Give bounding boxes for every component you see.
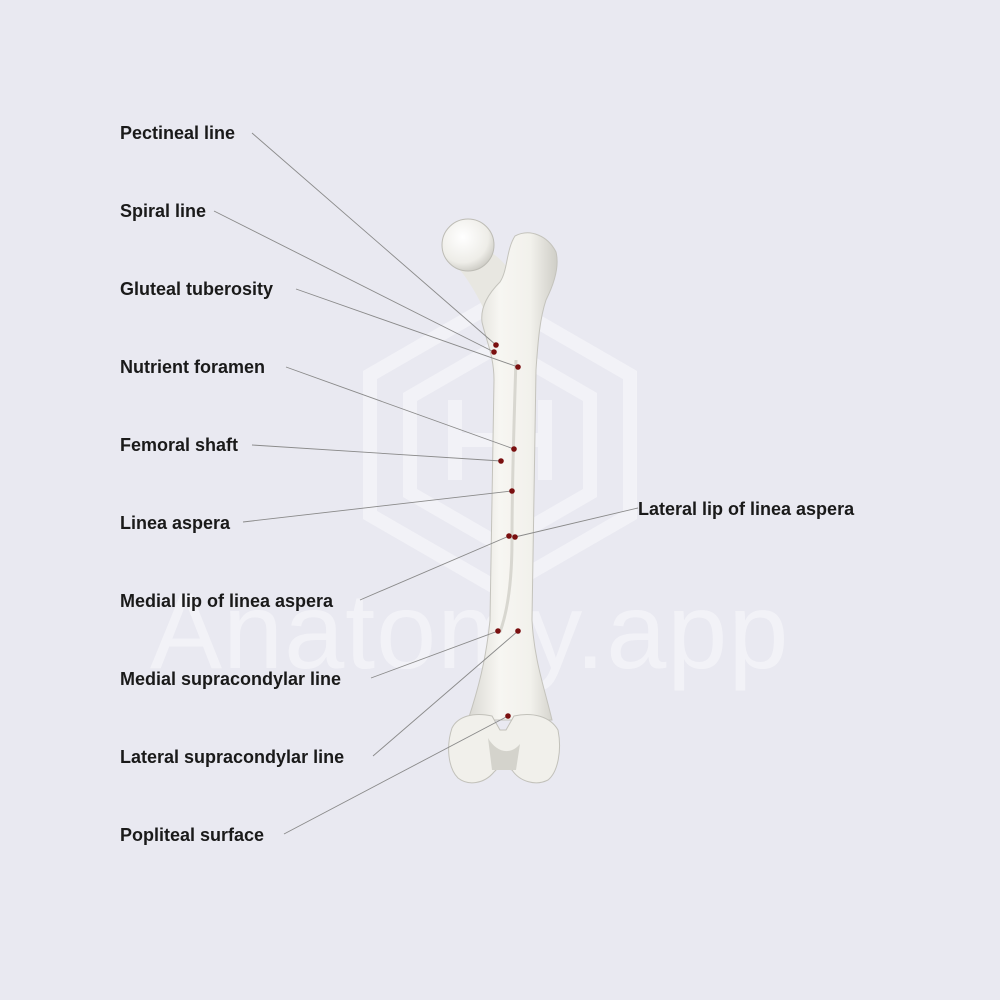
gluteal-tuberosity-leader-line <box>295 288 519 368</box>
pectineal-line-leader-line <box>251 132 497 346</box>
linea-aspera-marker <box>509 488 515 494</box>
medial-lip-of-linea-aspera-label: Medial lip of linea aspera <box>120 591 334 611</box>
pectineal-line-marker <box>493 342 499 348</box>
lateral-supracondylar-line-leader-line <box>372 630 519 757</box>
watermark-text: Anatomy.app <box>150 570 790 691</box>
medial-lip-of-linea-aspera-marker <box>506 533 512 539</box>
femoral-shaft-marker <box>498 458 504 464</box>
popliteal-surface-marker <box>505 713 511 719</box>
medial-supracondylar-line-label: Medial supracondylar line <box>120 669 342 689</box>
lateral-supracondylar-line-label: Lateral supracondylar line <box>120 747 345 767</box>
popliteal-surface-leader-line <box>283 715 509 835</box>
linea-aspera-label: Linea aspera <box>120 513 231 533</box>
popliteal-surface-label: Popliteal surface <box>120 825 265 845</box>
femoral-shaft-label: Femoral shaft <box>120 435 239 455</box>
gluteal-tuberosity-marker <box>515 364 521 370</box>
lateral-lip-of-linea-aspera-label: Lateral lip of linea aspera <box>638 499 855 519</box>
medial-supracondylar-line-leader-line <box>370 630 499 679</box>
linea-aspera-leader-line <box>242 490 513 523</box>
medial-lip-of-linea-aspera-leader-line <box>359 535 510 601</box>
spiral-line-marker <box>491 349 497 355</box>
spiral-line-leader-line <box>213 210 495 353</box>
lateral-supracondylar-line-marker <box>515 628 521 634</box>
nutrient-foramen-label: Nutrient foramen <box>120 357 266 377</box>
medial-supracondylar-line-marker <box>495 628 501 634</box>
spiral-line-label: Spiral line <box>120 201 207 221</box>
nutrient-foramen-leader-line <box>285 366 515 450</box>
gluteal-tuberosity-label: Gluteal tuberosity <box>120 279 274 299</box>
femoral-shaft-leader-line <box>251 444 502 462</box>
pectineal-line-label: Pectineal line <box>120 123 236 143</box>
nutrient-foramen-marker <box>511 446 517 452</box>
lateral-lip-of-linea-aspera-leader-line <box>514 507 639 538</box>
lateral-lip-of-linea-aspera-marker <box>512 534 518 540</box>
